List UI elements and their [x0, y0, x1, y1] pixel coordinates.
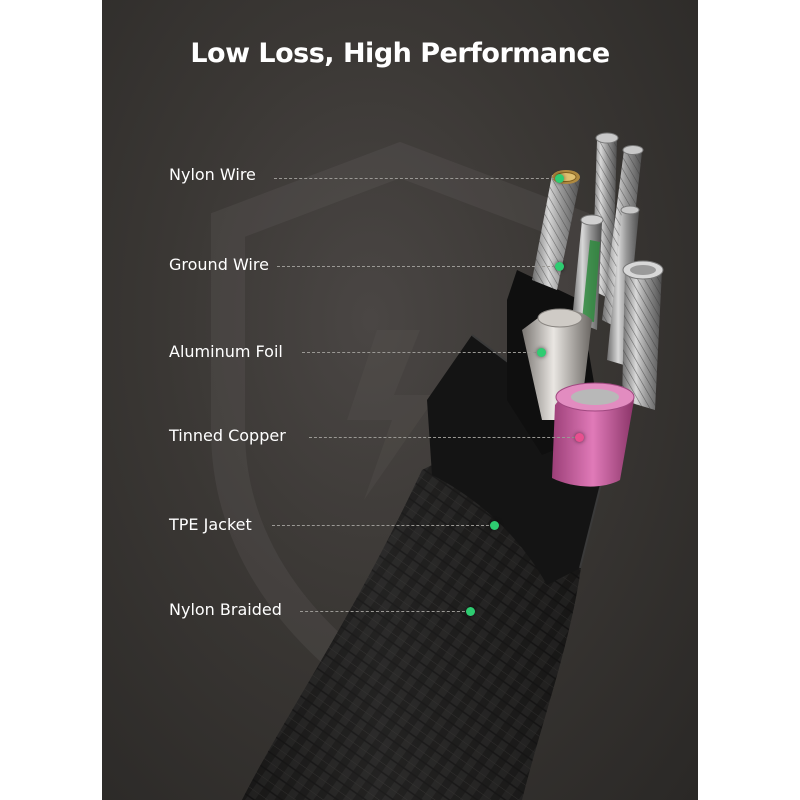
label-nylon-wire: Nylon Wire	[169, 165, 256, 184]
cable-illustration	[211, 132, 664, 800]
leader-line	[302, 352, 536, 353]
leader-line	[274, 178, 554, 179]
marker-dot-pink	[575, 433, 584, 442]
page-title: Low Loss, High Performance	[190, 38, 610, 69]
marker-dot	[466, 607, 475, 616]
label-tinned-copper: Tinned Copper	[169, 426, 286, 445]
marker-dot	[555, 262, 564, 271]
tpe-jacket	[427, 335, 612, 585]
marker-dot	[490, 521, 499, 530]
lightning-bolt-icon	[347, 330, 437, 500]
leader-line	[300, 611, 465, 612]
leader-line	[272, 525, 489, 526]
label-tpe-jacket: TPE Jacket	[169, 515, 252, 534]
marker-dot	[555, 174, 564, 183]
label-aluminum-foil: Aluminum Foil	[169, 342, 283, 361]
leader-line	[309, 437, 575, 438]
leader-line	[277, 266, 555, 267]
label-nylon-braided: Nylon Braided	[169, 600, 282, 619]
label-ground-wire: Ground Wire	[169, 255, 269, 274]
tinned-copper-insulation	[552, 386, 634, 487]
marker-dot	[537, 348, 546, 357]
infographic-panel: Low Loss, High Performance Nylon Wire Gr…	[102, 0, 698, 800]
